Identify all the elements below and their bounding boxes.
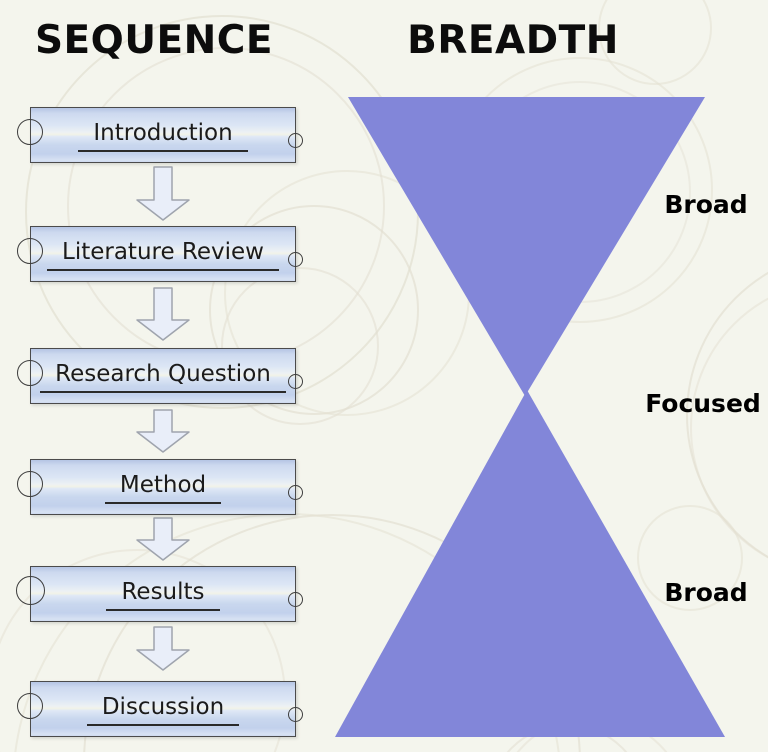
step-label: Method [104, 472, 222, 504]
connector-circle-left [17, 238, 43, 264]
step-label: Introduction [78, 120, 248, 152]
breadth-label-broad-bottom: Broad [664, 578, 748, 607]
connector-circle-left [17, 693, 43, 719]
step-box-research-question: Research Question [17, 348, 303, 404]
step-label: Research Question [40, 361, 286, 393]
funnel-top-triangle [348, 97, 705, 396]
connector-circle-left [17, 360, 43, 386]
sequence-column-title: SEQUENCE [34, 18, 274, 63]
step-label: Results [106, 579, 220, 611]
down-arrow-icon-4 [136, 517, 190, 561]
connector-circle-right [288, 252, 303, 267]
connector-circle-right [288, 133, 303, 148]
connector-circle-left [16, 576, 45, 605]
breadth-label-focused: Focused [645, 389, 761, 418]
down-arrow-icon-1 [136, 166, 190, 221]
down-arrow-icon-3 [136, 409, 190, 453]
funnel-bottom-triangle [335, 390, 725, 737]
breadth-column-title: BREADTH [407, 18, 619, 63]
step-box-method: Method [17, 459, 303, 515]
down-arrow-icon-2 [136, 287, 190, 341]
breadth-label-broad-top: Broad [664, 190, 748, 219]
connector-circle-right [288, 707, 303, 722]
connector-circle-right [288, 485, 303, 500]
step-box-results: Results [16, 566, 303, 622]
connector-circle-right [288, 592, 303, 607]
step-box-introduction: Introduction [17, 107, 303, 163]
step-label: Discussion [86, 694, 240, 726]
connector-circle-left [17, 471, 43, 497]
connector-circle-left [17, 119, 43, 145]
down-arrow-icon-5 [136, 626, 190, 671]
step-box-discussion: Discussion [17, 681, 303, 737]
connector-circle-right [288, 374, 303, 389]
step-label: Literature Review [47, 239, 279, 271]
step-box-literature-review: Literature Review [17, 226, 303, 282]
